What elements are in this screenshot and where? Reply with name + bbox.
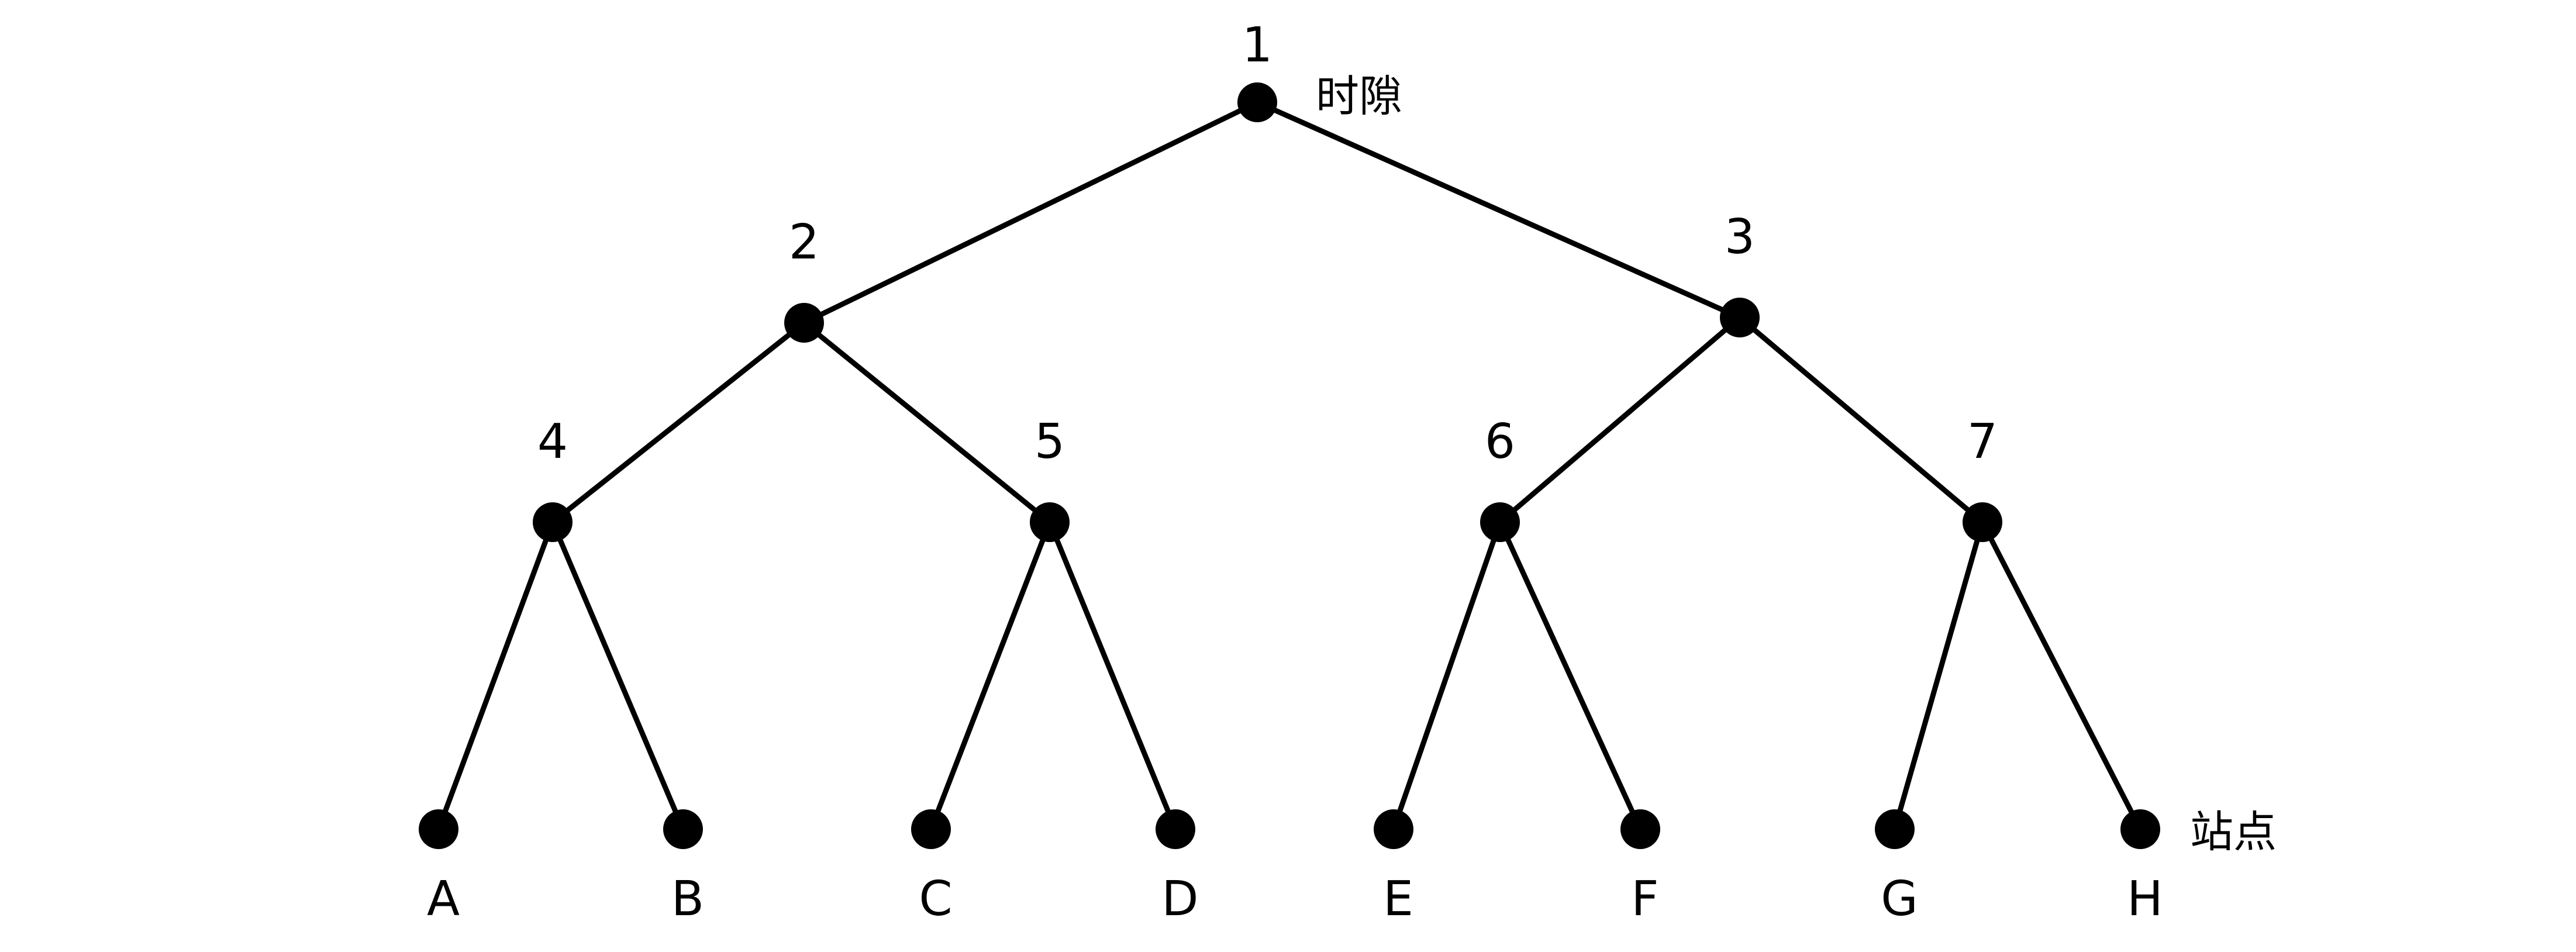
edge-4-A — [436, 519, 556, 832]
station-node-d — [1156, 809, 1195, 849]
edge-5-D — [1047, 519, 1178, 832]
edge-5-C — [928, 519, 1053, 832]
slot-node-2 — [784, 303, 824, 343]
slot-node-4 — [533, 502, 573, 542]
station-label-e: E — [1383, 871, 1413, 927]
slot-node-6 — [1480, 502, 1520, 542]
station-node-a — [419, 809, 458, 849]
slot-node-3 — [1720, 298, 1760, 337]
slot-legend-label: 时隙 — [1316, 71, 1402, 122]
station-label-b: B — [671, 871, 704, 927]
slot-number-7: 7 — [1967, 414, 1998, 470]
slot-number-3: 3 — [1725, 209, 1755, 265]
slot-node-7 — [1963, 502, 2002, 542]
edge-6-F — [1497, 519, 1643, 832]
edge-7-H — [1980, 519, 2143, 832]
station-node-e — [1374, 809, 1413, 849]
station-label-c: C — [919, 871, 952, 927]
edge-6-E — [1391, 519, 1503, 832]
edge-3-7 — [1737, 315, 1985, 525]
slot-node-5 — [1030, 502, 1070, 542]
slot-number-6: 6 — [1485, 414, 1515, 470]
edge-1-3 — [1254, 99, 1743, 320]
station-node-b — [663, 809, 703, 849]
edge-3-6 — [1497, 315, 1743, 525]
station-node-h — [2120, 809, 2160, 849]
station-node-f — [1620, 809, 1660, 849]
edge-2-4 — [550, 320, 807, 525]
tree-labels: 1 2 3 4 5 6 7A B C D E F G H — [427, 18, 2163, 927]
slot-number-4: 4 — [537, 414, 568, 470]
slot-number-2: 2 — [789, 215, 819, 270]
slot-number-1: 1 — [1242, 18, 1273, 73]
tree-edges — [436, 99, 2143, 832]
edge-4-B — [550, 519, 686, 832]
station-label-h: H — [2127, 871, 2163, 927]
tree-nodes — [419, 82, 2160, 849]
station-node-g — [1875, 809, 1915, 849]
edge-2-5 — [801, 320, 1053, 525]
edge-1-2 — [801, 99, 1260, 326]
station-node-c — [911, 809, 951, 849]
slot-node-1 — [1237, 82, 1277, 122]
slot-number-5: 5 — [1034, 414, 1065, 470]
station-label-a: A — [427, 871, 460, 927]
edge-7-G — [1892, 519, 1985, 832]
station-legend-label: 站点 — [2190, 807, 2277, 857]
station-label-d: D — [1161, 871, 1198, 927]
station-label-f: F — [1631, 871, 1658, 927]
station-label-g: G — [1881, 871, 1918, 927]
